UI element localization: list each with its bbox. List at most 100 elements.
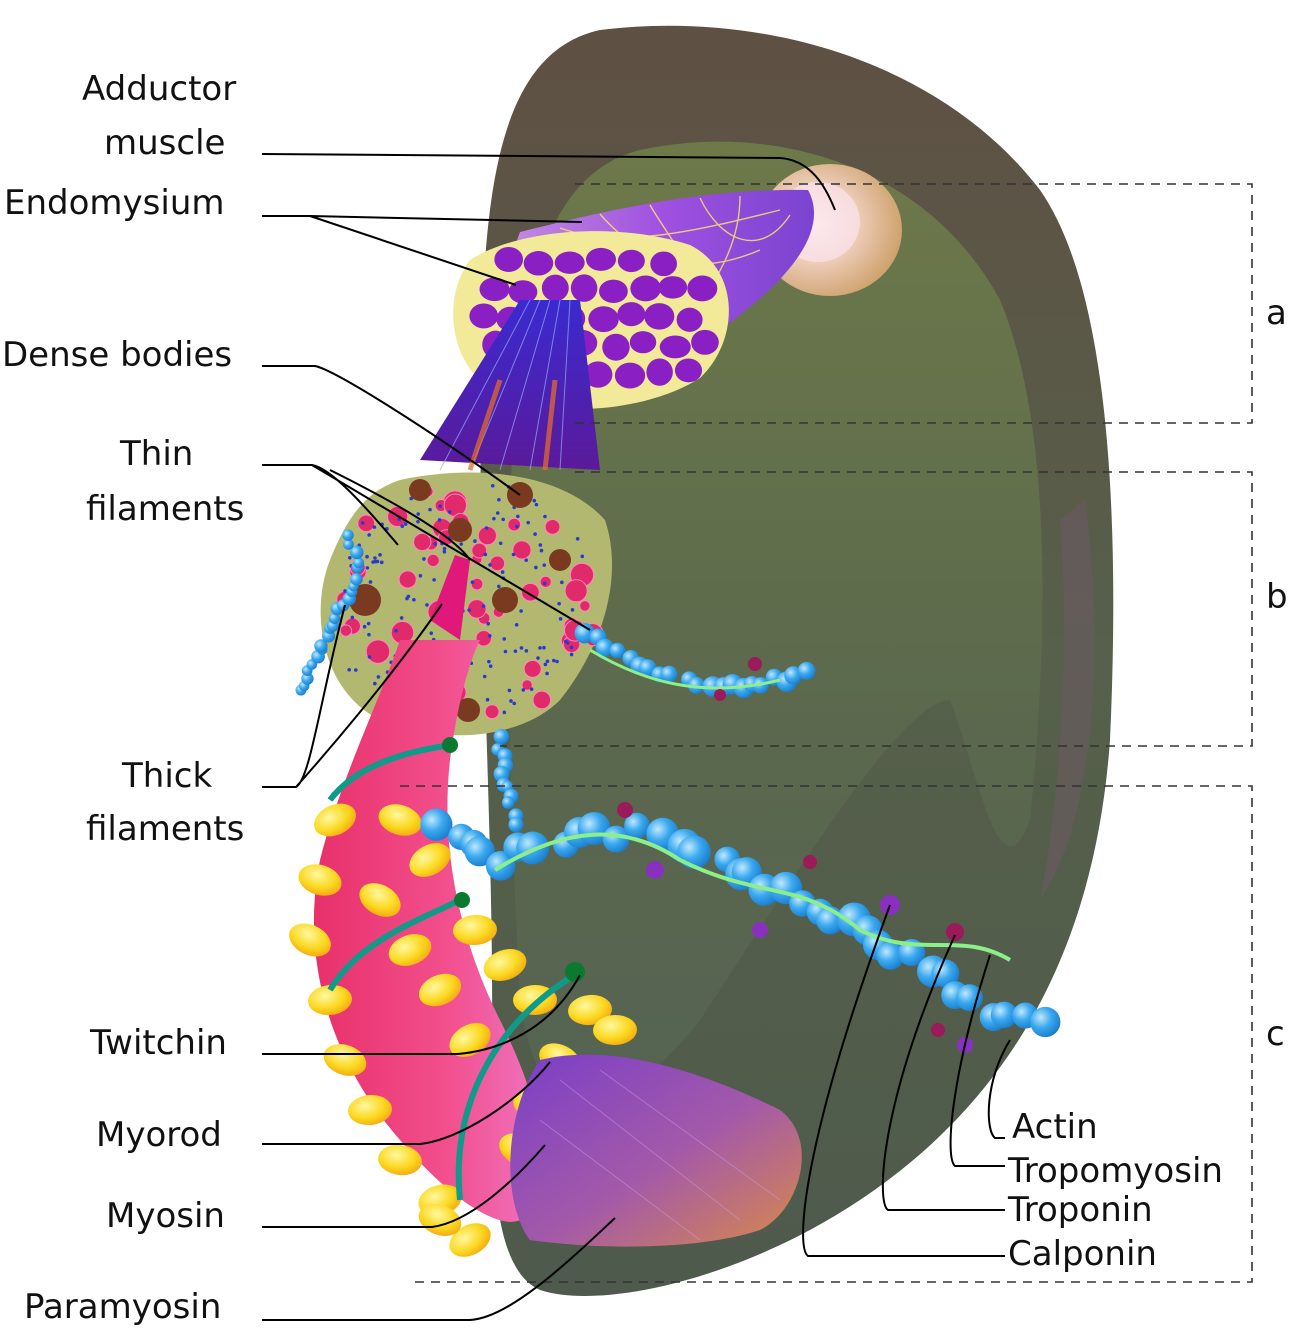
thin-filament-section — [366, 621, 371, 626]
thin-filament-section — [513, 649, 518, 653]
label-myorod: Myorod — [96, 1115, 222, 1155]
actin-monomer — [1030, 1006, 1061, 1038]
actin-leader — [987, 1039, 1011, 1139]
label-thick-line2: filaments — [86, 809, 244, 849]
thin-filament-section — [422, 557, 426, 561]
thin-filament-section — [536, 656, 540, 660]
thin-filament-section — [542, 581, 547, 586]
label-actin: Actin — [1012, 1107, 1098, 1147]
paramyosin-core — [510, 1054, 802, 1247]
thin-filament-section — [526, 520, 531, 525]
dense-body — [349, 479, 571, 722]
tropomyosin-leader — [949, 954, 1005, 1167]
actin-monomer — [314, 639, 328, 653]
myosin-head — [453, 914, 497, 946]
thin-filament-section — [459, 542, 464, 546]
thick-filament-section — [471, 542, 488, 559]
thin-filament-section — [533, 532, 537, 536]
label-adductor-line2: muscle — [104, 123, 225, 163]
thin-filament-section — [514, 623, 519, 627]
section-a-label: a — [1266, 293, 1287, 333]
myosin-head — [593, 1014, 637, 1046]
twitchin-leader — [262, 974, 581, 1055]
thin-filament-section — [379, 560, 384, 565]
section-c-label: c — [1266, 1014, 1285, 1054]
actin-monomer — [493, 728, 510, 745]
thin-filament-section — [394, 628, 398, 633]
actin-monomer — [931, 959, 960, 988]
leader-lines — [261, 153, 1011, 1321]
thin-filament-section — [542, 563, 547, 567]
thin-filament-section — [511, 552, 516, 557]
thin-filament-section — [416, 512, 421, 516]
label-endomysium: Endomysium — [4, 183, 225, 223]
actin-monomer — [677, 835, 711, 870]
thin-filament-section — [488, 664, 493, 668]
actin-monomer — [508, 817, 524, 833]
myosin-head — [449, 1023, 491, 1057]
section-c-bracket — [400, 785, 1253, 1283]
myosin-head — [418, 973, 462, 1007]
myosin-head — [449, 1223, 491, 1257]
thick-filament-section — [470, 577, 484, 591]
thin-filament-section — [557, 601, 561, 606]
muscle-fiber-cell — [523, 251, 554, 276]
muscle-fiber-cell — [659, 335, 691, 359]
thin-filament-section — [353, 668, 358, 672]
section-b-label: b — [1266, 577, 1288, 617]
thin-filament-section — [481, 604, 486, 608]
myosin-head — [378, 1144, 422, 1176]
thick-filament-section — [398, 570, 417, 589]
thick-filament-section — [443, 493, 468, 517]
thin-filament-section — [519, 646, 524, 650]
thin-filament — [295, 529, 1061, 1053]
actin-monomer — [342, 529, 354, 541]
muscle-fiber-cell — [599, 279, 628, 304]
thin-filament-section — [545, 659, 550, 664]
thin-filament-section — [503, 649, 508, 654]
thin-filament-section — [580, 554, 585, 559]
actin-monomer — [343, 538, 354, 550]
thin-filament-section — [502, 710, 507, 715]
thin-filament-section — [376, 675, 381, 679]
muscle-fiber-cell — [479, 277, 510, 302]
label-troponin: Troponin — [1007, 1190, 1153, 1230]
actin-monomer — [420, 808, 453, 841]
endomysium-leader — [262, 215, 583, 286]
muscle-fiber-cell — [570, 274, 598, 302]
actin-monomer — [624, 812, 650, 839]
thin-filament-section — [375, 559, 380, 564]
thin-filament-section — [545, 671, 549, 676]
thin-filament-section — [399, 616, 404, 620]
thick-filament-section — [564, 579, 588, 603]
thin-filament-section — [409, 496, 413, 501]
actin-chain-small — [295, 529, 816, 833]
thin-filament-section — [555, 659, 559, 664]
thin-filament-section — [484, 526, 489, 530]
muscle-fiber-cell — [583, 361, 613, 388]
muscle-fiber-cell — [658, 276, 688, 299]
calponin-leader — [802, 904, 1005, 1257]
actin-monomer — [464, 836, 495, 867]
thin-filament-section — [433, 542, 437, 546]
thin-filament-section — [347, 667, 351, 672]
actin-chain-large — [420, 808, 1061, 1038]
thin-filament-section — [343, 589, 347, 593]
thin-filament-section — [529, 687, 534, 691]
troponin-leader — [881, 934, 1005, 1211]
thick-filament-section — [544, 519, 561, 535]
thin-filament-section — [367, 533, 371, 537]
label-dense-bodies: Dense bodies — [2, 335, 232, 375]
muscle-fiber-cell — [617, 302, 646, 327]
actin-monomer — [609, 642, 626, 659]
thin-filament-section — [501, 517, 505, 522]
thin-filament-section — [360, 521, 365, 525]
thin-filament-section — [412, 597, 416, 602]
thin-filament-section — [350, 615, 355, 620]
thin-filament-section — [373, 681, 377, 686]
thin-filament-section — [495, 511, 500, 515]
thin-filament-section — [497, 497, 501, 502]
thin-filament-section — [539, 548, 544, 553]
section-b-bracket — [500, 471, 1253, 747]
